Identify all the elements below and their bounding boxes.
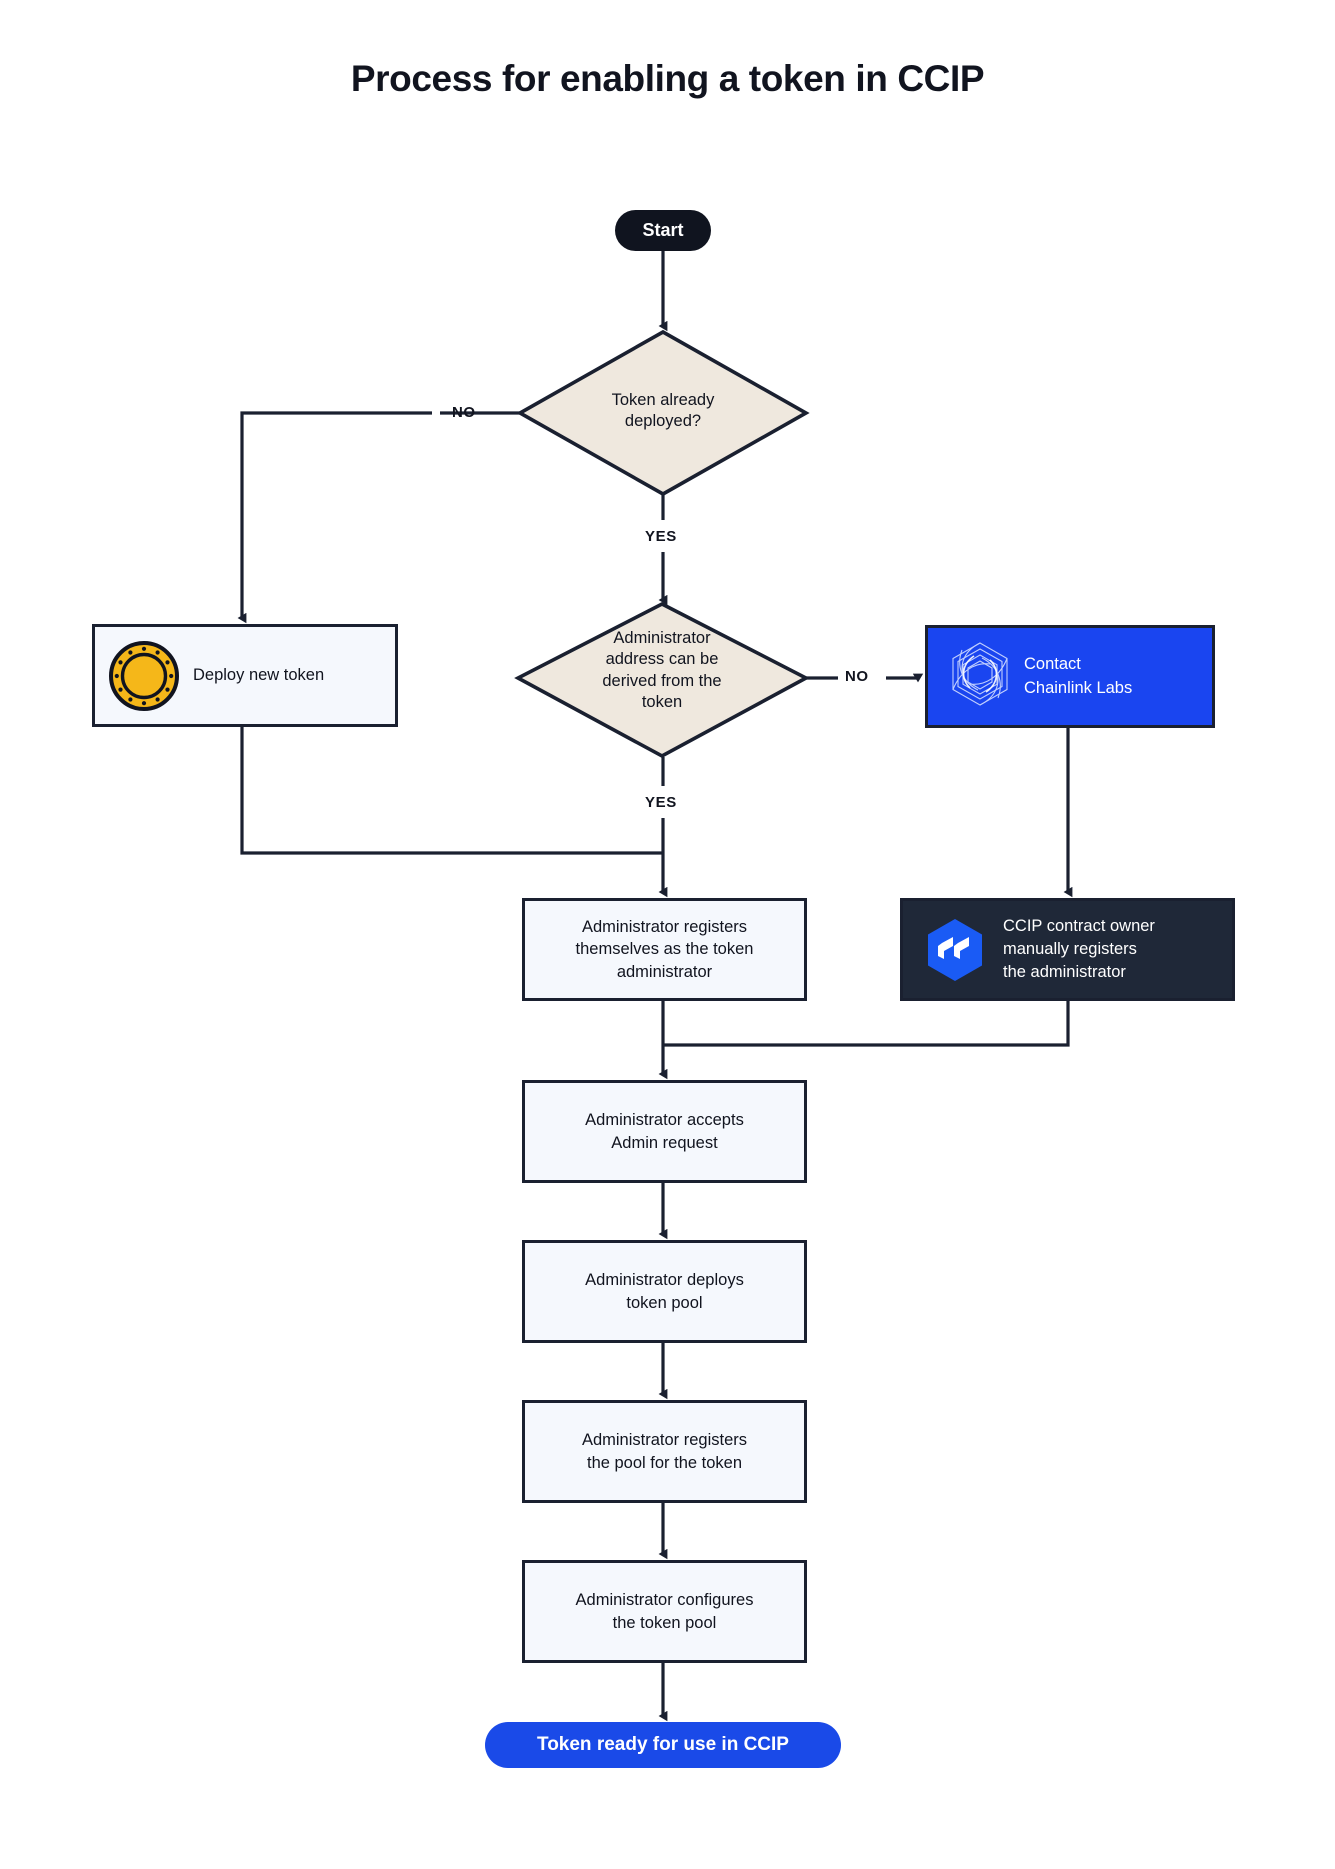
node-admin-deploys-token-pool[interactable]: Administrator deploys token pool bbox=[522, 1240, 807, 1343]
page-title: Process for enabling a token in CCIP bbox=[350, 58, 985, 99]
node-contact-chainlink-line1: Contact bbox=[1024, 655, 1081, 674]
edge-label-no-2: NO bbox=[845, 668, 869, 685]
node-admin-deploys-line2: token pool bbox=[626, 1293, 703, 1312]
decision-token-already-deployed[interactable] bbox=[516, 329, 810, 497]
node-contact-chainlink-labs[interactable]: Contact Chainlink Labs bbox=[925, 625, 1215, 728]
node-admin-registers-pool-line2: the pool for the token bbox=[586, 1453, 743, 1472]
node-admin-configures-pool[interactable]: Administrator configures the token pool bbox=[522, 1560, 807, 1663]
node-admin-registers-self-line3: administrator bbox=[616, 962, 713, 981]
gold-coin-icon bbox=[109, 641, 179, 711]
node-end-token-ready[interactable]: Token ready for use in CCIP bbox=[485, 1722, 841, 1768]
edge-label-yes-2: YES bbox=[645, 794, 677, 811]
edge-label-yes-1: YES bbox=[645, 528, 677, 545]
node-ccip-owner-line2: manually registers bbox=[1003, 939, 1137, 958]
node-ccip-owner-line3: the administrator bbox=[1003, 963, 1126, 982]
node-ccip-owner-line1: CCIP contract owner bbox=[1003, 916, 1155, 935]
node-admin-registers-pool-line1: Administrator registers bbox=[581, 1431, 748, 1450]
node-admin-configures-line2: the token pool bbox=[612, 1613, 717, 1632]
edge-deploy-to-merge bbox=[240, 727, 663, 855]
edge-ccip-owner-to-merge bbox=[663, 1001, 1070, 1047]
edge-decision1-no bbox=[237, 411, 432, 624]
node-start-label: Start bbox=[642, 220, 684, 240]
node-admin-accepts-line1: Administrator accepts bbox=[585, 1111, 744, 1130]
node-end-label: Token ready for use in CCIP bbox=[537, 1734, 789, 1755]
node-contact-chainlink-line2: Chainlink Labs bbox=[1024, 678, 1133, 697]
ccip-cube-icon bbox=[928, 919, 982, 981]
node-admin-accepts-request[interactable]: Administrator accepts Admin request bbox=[522, 1080, 807, 1183]
decision-admin-address-derived[interactable] bbox=[514, 601, 810, 759]
chainlink-logo-icon bbox=[952, 642, 1008, 706]
node-start[interactable]: Start bbox=[615, 210, 711, 251]
edge-label-no-1: NO bbox=[452, 404, 476, 421]
node-admin-registers-pool[interactable]: Administrator registers the pool for the… bbox=[522, 1400, 807, 1503]
node-deploy-new-token-label: Deploy new token bbox=[193, 666, 325, 685]
node-admin-deploys-line1: Administrator deploys bbox=[585, 1271, 744, 1290]
node-admin-registers-self[interactable]: Administrator registers themselves as th… bbox=[522, 898, 807, 1001]
node-admin-registers-self-line1: Administrator registers bbox=[581, 918, 748, 937]
node-admin-accepts-line2: Admin request bbox=[611, 1133, 718, 1152]
node-admin-configures-line1: Administrator configures bbox=[575, 1591, 754, 1610]
node-admin-registers-self-line2: themselves as the token bbox=[575, 940, 754, 959]
